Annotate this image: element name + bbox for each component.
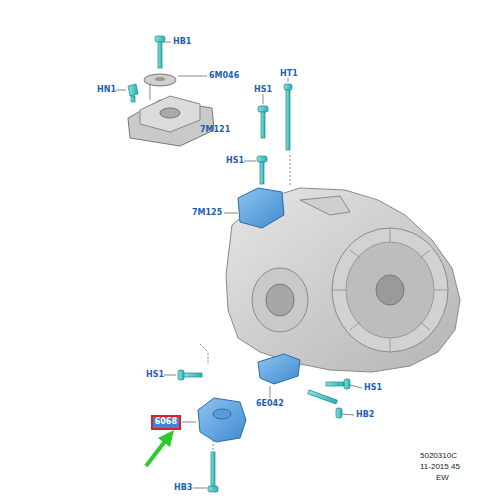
transmission-case: [226, 188, 460, 372]
callout-number: HN1: [97, 86, 116, 94]
callout-number: 6E042: [256, 400, 284, 408]
mount: [198, 398, 246, 442]
callout-number: HS1: [364, 384, 382, 392]
drawing-reference: 5020310C: [420, 452, 457, 460]
washer-hole: [155, 77, 165, 81]
callout-number: HS1: [226, 157, 244, 165]
highlighted-callout: 6068: [151, 415, 181, 430]
callout-number: 7M125: [192, 209, 222, 217]
callout-number: HB3: [174, 484, 192, 492]
bolts: [128, 36, 350, 492]
engine-mount: [128, 96, 214, 146]
callout-number: 7M121: [200, 126, 230, 134]
mount-bracket: [238, 188, 284, 228]
callout-number: HS1: [254, 86, 272, 94]
mount-bracket: [258, 354, 300, 384]
washer: [144, 74, 176, 86]
callout-number: 6M046: [209, 72, 239, 80]
mount-boss: [213, 409, 231, 419]
callout-number: 6068: [155, 418, 177, 427]
pointer-arrow: [146, 430, 174, 466]
drawing-reference: EW: [436, 474, 449, 482]
callout-number: HB2: [356, 411, 374, 419]
drawing-reference: 11-2015 45: [420, 463, 460, 471]
callout-number: HT1: [280, 70, 298, 78]
callout-number: HS1: [146, 371, 164, 379]
callout-number: HB1: [173, 38, 191, 46]
